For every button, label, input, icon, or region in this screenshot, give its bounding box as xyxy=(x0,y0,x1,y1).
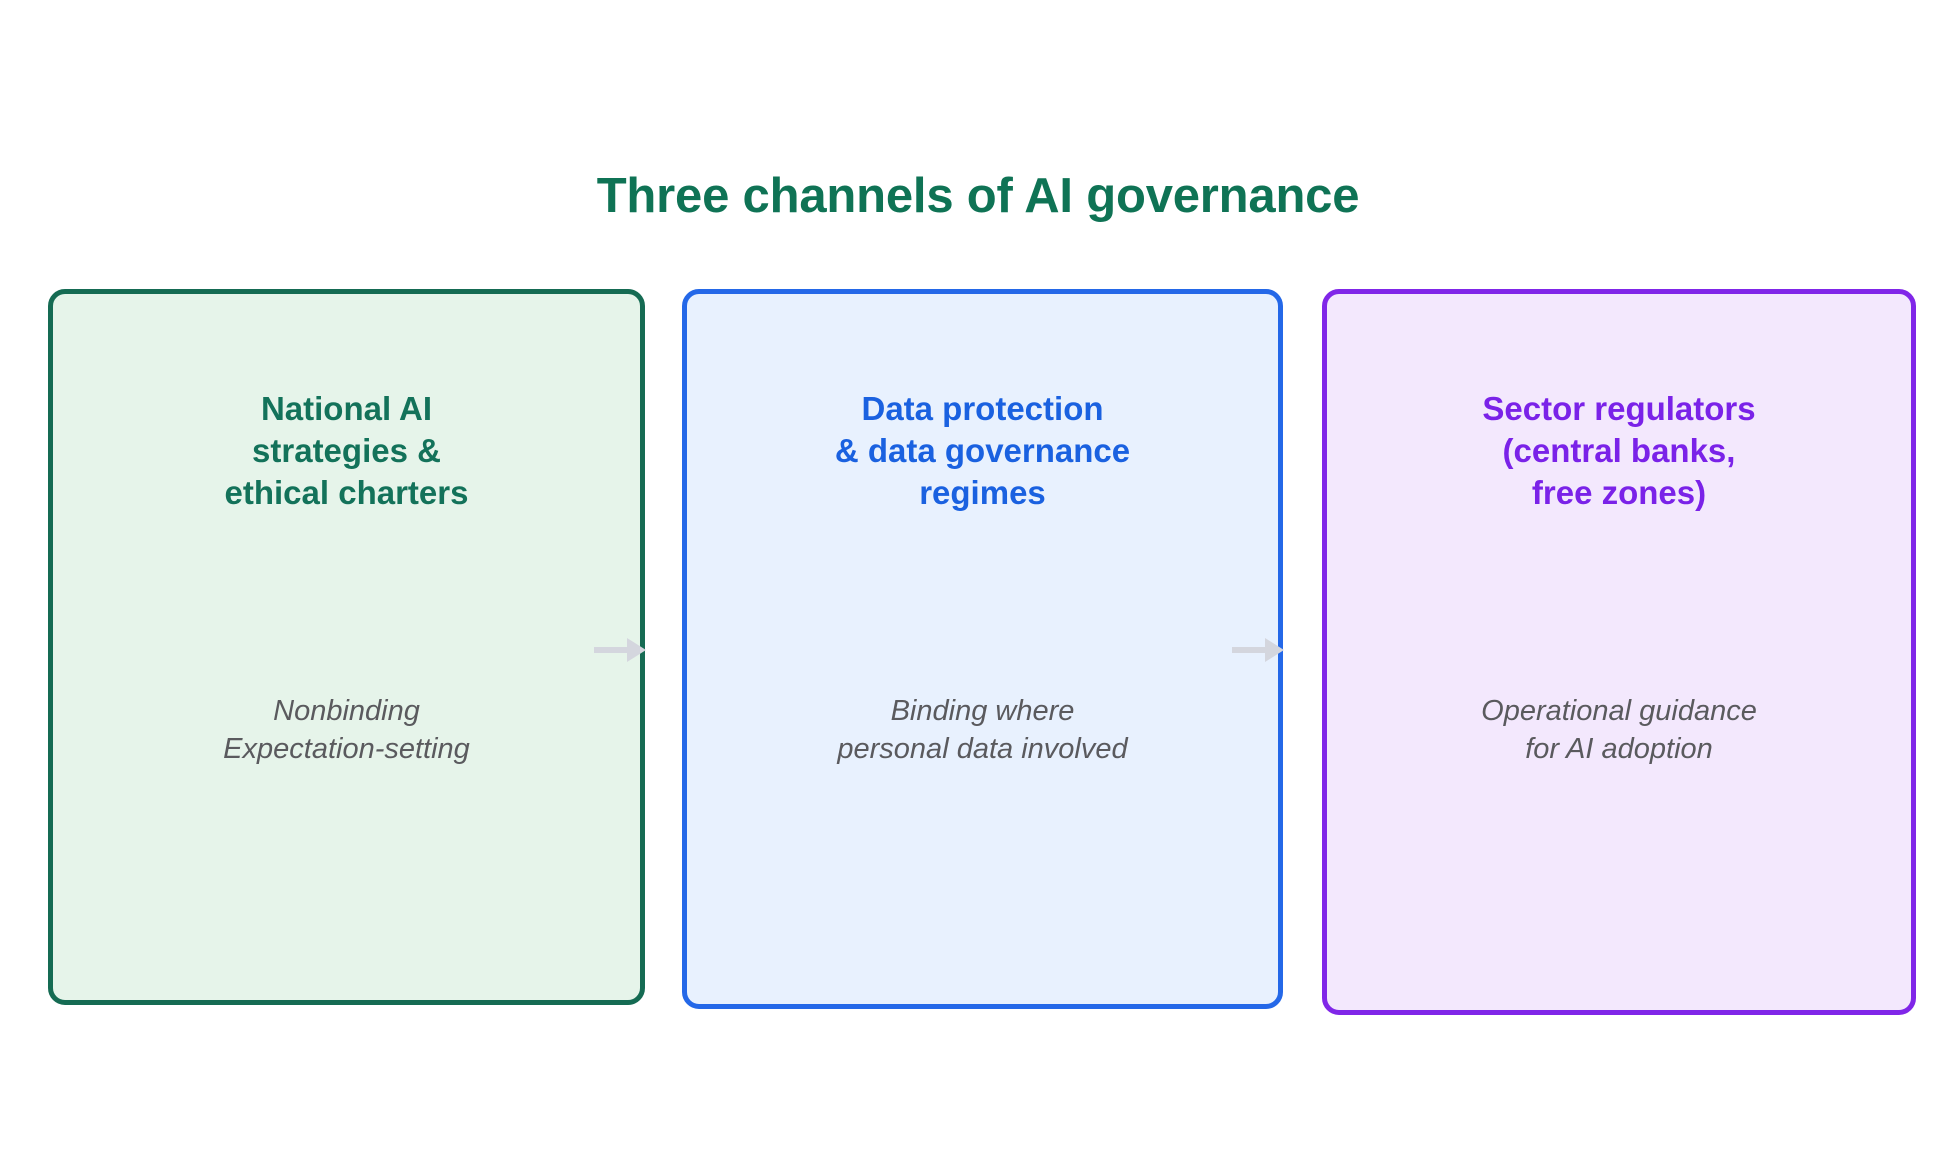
channel-heading: Data protection & data governance regime… xyxy=(834,390,1131,511)
arrow-right-icon xyxy=(1232,635,1284,665)
channel-card-data-protection-regimes: Data protection & data governance regime… xyxy=(682,289,1283,1009)
arrow-right-icon xyxy=(594,635,646,665)
channel-note: Nonbinding Expectation-setting xyxy=(223,695,470,765)
channel-card-sector-regulators: Sector regulators (central banks, free z… xyxy=(1322,289,1916,1015)
channel-heading: National AI strategies & ethical charter… xyxy=(224,390,469,511)
channel-card-national-ai-strategies: National AI strategies & ethical charter… xyxy=(48,289,645,1005)
channel-note: Operational guidance for AI adoption xyxy=(1481,695,1757,765)
channel-note: Binding where personal data involved xyxy=(837,695,1128,765)
diagram-title: Three channels of AI governance xyxy=(596,169,1360,223)
channel-heading: Sector regulators (central banks, free z… xyxy=(1482,390,1756,511)
